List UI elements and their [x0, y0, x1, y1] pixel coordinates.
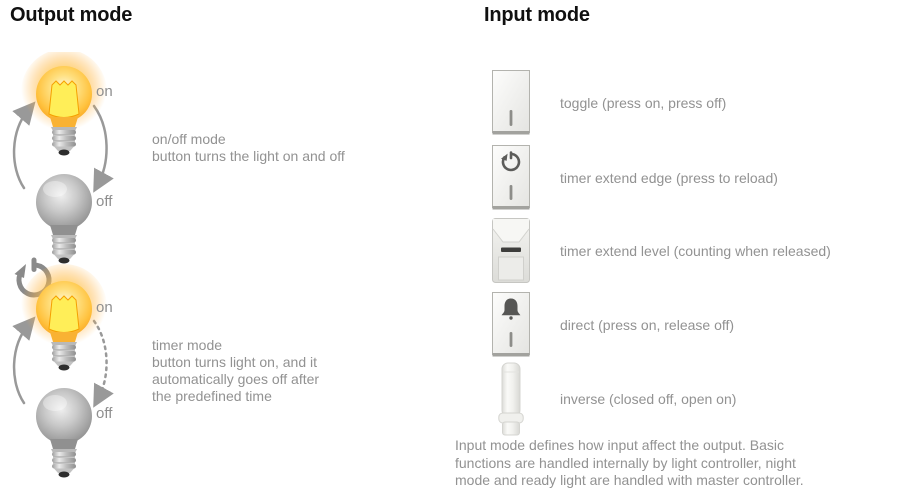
- bulb-off-icon: [36, 174, 92, 264]
- timer-switch-icon: [492, 145, 530, 210]
- cycle-arrow-up: [12, 101, 36, 190]
- input-mode-row: direct (press on, release off): [492, 292, 734, 357]
- bulb-on-icon: [21, 264, 107, 371]
- bulb-on-icon: [21, 52, 107, 156]
- input-mode-row: toggle (press on, press off): [492, 70, 726, 135]
- input-mode-row: timer extend edge (press to reload): [492, 145, 778, 210]
- motion-sensor-icon: [492, 218, 530, 283]
- input-mode-label: direct (press on, release off): [560, 316, 735, 333]
- bulb-off-icon: [36, 388, 92, 478]
- toggle-switch-icon: [492, 70, 530, 135]
- input-mode-label: toggle (press on, press off): [560, 94, 727, 111]
- timer-mode-description: timer mode button turns light on, and it…: [152, 337, 320, 404]
- on-state-label: on: [96, 299, 113, 316]
- off-state-label: off: [96, 405, 113, 422]
- cycle-arrow-up: [12, 316, 36, 405]
- onoff-cycle-diagram: [12, 52, 114, 264]
- output-mode-diagram: [12, 52, 114, 482]
- input-mode-title: Input mode: [484, 4, 590, 26]
- onoff-mode-description: on/off mode button turns the light on an…: [152, 131, 345, 164]
- input-mode-label: inverse (closed off, open on): [560, 391, 737, 407]
- input-mode-row: timer extend level (counting when releas…: [492, 218, 831, 283]
- off-state-label: off: [96, 193, 113, 210]
- inverse-connector-icon: [498, 362, 524, 436]
- on-state-label: on: [96, 83, 113, 100]
- bell-switch-icon: [492, 292, 530, 357]
- input-mode-footnote: Input mode defines how input affect the …: [455, 437, 804, 488]
- input-mode-label: timer extend edge (press to reload): [560, 169, 778, 186]
- input-mode-label: timer extend level (counting when releas…: [560, 242, 831, 259]
- output-mode-title: Output mode: [10, 4, 133, 26]
- input-mode-row: inverse (closed off, open on): [492, 362, 736, 436]
- timer-cycle-diagram: [12, 257, 114, 478]
